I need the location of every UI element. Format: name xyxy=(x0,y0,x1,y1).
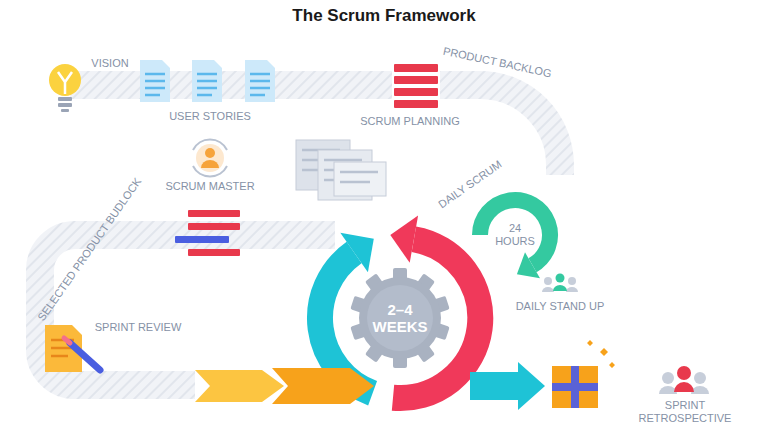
sprint-cycle-arrow xyxy=(340,233,374,272)
planning-document xyxy=(340,172,378,182)
label: 24 HOURS xyxy=(493,222,537,248)
product-backlog-list xyxy=(394,76,438,84)
selected-backlog-list xyxy=(175,236,229,243)
scrum-master-icon xyxy=(196,144,224,172)
retrospective-people xyxy=(659,366,709,394)
flow-chevron xyxy=(195,362,545,410)
increment-gift xyxy=(552,383,598,391)
selected-backlog-list xyxy=(175,210,240,256)
planning-document xyxy=(334,162,386,196)
scrum-master-icon xyxy=(205,148,215,158)
selected-backlog-list xyxy=(188,210,240,217)
vision-bulb xyxy=(61,109,69,112)
vision-bulb xyxy=(58,72,72,94)
node-text: 2–4 WEEKS xyxy=(367,301,433,336)
sprint-review-document xyxy=(70,343,100,370)
stand-up-people xyxy=(556,274,565,283)
planning-document xyxy=(296,140,386,200)
retrospective-people xyxy=(674,382,694,392)
product-backlog-list xyxy=(394,88,438,96)
label: SCRUM PLANNING xyxy=(360,115,460,128)
increment-gift xyxy=(587,340,615,368)
selected-backlog-list xyxy=(188,249,240,256)
product-backlog-list xyxy=(394,64,438,72)
increment-gift xyxy=(552,340,615,408)
user-story-card xyxy=(245,60,275,102)
flow-chevron xyxy=(470,362,545,410)
stand-up-people xyxy=(568,277,576,285)
sprint-gear: 2–4 WEEKS xyxy=(350,268,450,368)
flow-chevron xyxy=(272,368,374,404)
stand-up-people xyxy=(542,274,578,293)
stand-up-people xyxy=(542,287,554,292)
daily-scrum-arrow xyxy=(480,200,550,278)
label: USER STORIES xyxy=(169,110,251,123)
vision-bulb xyxy=(58,103,72,107)
selected-backlog-list xyxy=(188,223,240,230)
daily-scrum-arrow xyxy=(517,252,540,278)
label: VISION xyxy=(91,57,128,70)
vision-bulb xyxy=(58,97,72,101)
title: The Scrum Framework xyxy=(0,6,768,26)
stand-up-people xyxy=(553,285,567,291)
retrospective-people xyxy=(662,372,674,384)
product-backlog-list xyxy=(392,62,440,110)
retrospective-people xyxy=(694,372,706,384)
sprint-review-document xyxy=(45,325,100,372)
product-backlog-list xyxy=(392,62,440,110)
user-story-card xyxy=(140,60,275,102)
user-story-card xyxy=(192,60,222,102)
vision-bulb xyxy=(49,64,81,112)
gear-body xyxy=(367,285,433,351)
user-story-card xyxy=(140,60,170,102)
stand-up-people xyxy=(544,277,552,285)
retrospective-people xyxy=(677,366,691,380)
label: SPRINT RETROSPECTIVE xyxy=(635,399,735,425)
sprint-cycle-arrow xyxy=(390,216,418,263)
label: SCRUM MASTER xyxy=(165,180,254,193)
user-story-card xyxy=(250,74,270,95)
gear-body xyxy=(359,277,441,359)
daily-scrum-arrow xyxy=(480,200,550,265)
user-story-card xyxy=(145,74,165,95)
stand-up-people xyxy=(566,287,578,292)
user-story-card xyxy=(197,74,217,95)
flow-chevron xyxy=(195,370,284,402)
label: DAILY STAND UP xyxy=(516,300,605,313)
increment-gift xyxy=(552,366,598,408)
scrum-master-icon xyxy=(193,139,227,176)
label: SPRINT REVIEW xyxy=(95,321,182,334)
scrum-master-icon xyxy=(201,160,219,168)
sprint-review-document xyxy=(64,338,70,343)
vision-bulb xyxy=(49,64,81,96)
product-backlog-list xyxy=(394,100,438,108)
